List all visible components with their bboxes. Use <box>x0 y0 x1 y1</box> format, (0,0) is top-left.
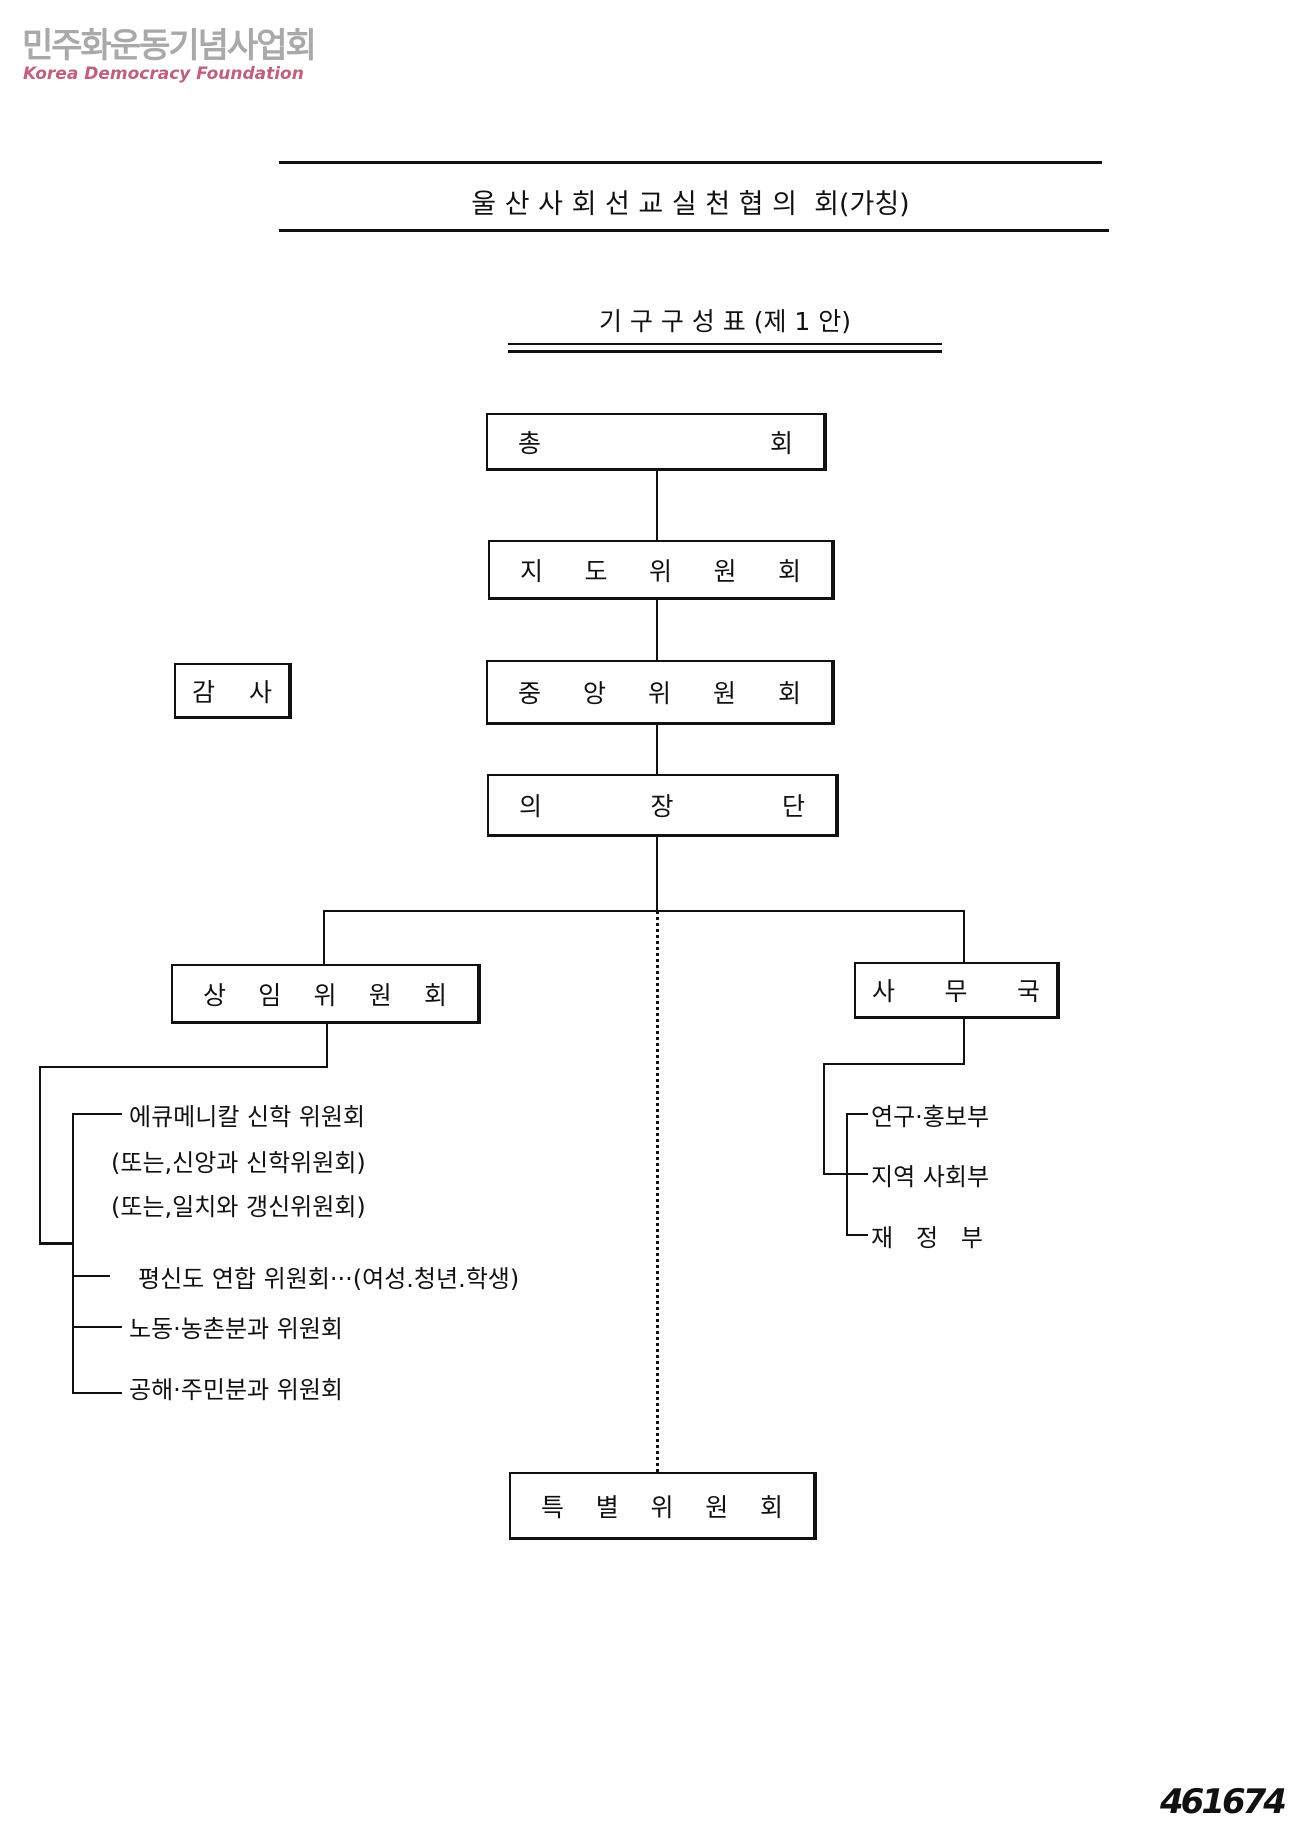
document-number: 461674 <box>1160 1782 1287 1822</box>
label: 원 <box>713 556 737 586</box>
connector <box>823 1063 825 1175</box>
subcommittee-pollution-residents: 공해·주민분과 위원회 <box>129 1376 343 1404</box>
label: 위 <box>313 980 337 1010</box>
label: 총 <box>518 428 542 458</box>
label: 지 <box>520 556 544 586</box>
dept-finance: 재 정 부 <box>871 1224 984 1252</box>
connector <box>72 1326 122 1328</box>
label: 국 <box>1016 977 1040 1006</box>
connector <box>656 600 658 660</box>
connector <box>323 910 965 912</box>
logo-english: Korea Democracy Foundation <box>23 64 304 84</box>
connector <box>846 1113 848 1236</box>
label: 사 <box>248 677 272 707</box>
logo-korean: 민주화운동기념사업회 <box>22 26 317 66</box>
label: 중 <box>518 679 542 708</box>
label: 회 <box>777 556 801 586</box>
label: 회 <box>777 679 801 708</box>
connector <box>39 1066 41 1244</box>
subcommittee-alt-2: (또는,일치와 갱신위원회) <box>111 1193 366 1221</box>
connector <box>72 1275 110 1277</box>
label: 원 <box>705 1492 729 1522</box>
label: 특 <box>541 1492 565 1522</box>
label: 위 <box>647 679 671 708</box>
connector <box>72 1392 122 1394</box>
connector <box>963 1019 965 1065</box>
connector <box>72 1113 122 1115</box>
subcommittee-labor-farm: 노동·농촌분과 위원회 <box>129 1315 343 1343</box>
label: 장 <box>650 792 674 821</box>
subcommittee-laity: 평신도 연합 위원회···(여성.청년.학생) <box>138 1265 520 1293</box>
connector <box>323 910 325 964</box>
label: 위 <box>650 1492 674 1522</box>
title-bottom-rule <box>279 229 1109 232</box>
document-title: 울 산 사 회 선 교 실 천 협 의 회(가칭) <box>471 189 910 220</box>
subtitle-underline-1 <box>508 343 942 345</box>
connector <box>39 1242 74 1245</box>
label: 도 <box>584 556 608 586</box>
connector <box>39 1066 328 1068</box>
label: 원 <box>712 679 736 708</box>
connector <box>846 1234 868 1236</box>
connector <box>656 837 658 912</box>
label: 앙 <box>582 679 606 708</box>
connector <box>656 471 658 540</box>
subcommittee-alt-1: (또는,신앙과 신학위원회) <box>111 1149 366 1177</box>
label: 사 <box>872 977 896 1006</box>
label: 의 <box>519 792 543 821</box>
label: 감 <box>192 677 216 707</box>
label: 무 <box>944 977 968 1006</box>
label: 상 <box>203 980 227 1010</box>
label: 별 <box>595 1492 619 1522</box>
dept-research-pr: 연구·홍보부 <box>871 1103 990 1131</box>
label: 위 <box>648 556 672 586</box>
subtitle-underline-2 <box>508 350 942 353</box>
label: 임 <box>258 980 282 1010</box>
connector <box>326 1024 328 1067</box>
connector <box>823 1063 965 1065</box>
label: 회 <box>769 428 793 458</box>
connector <box>963 910 965 962</box>
dept-community: 지역 사회부 <box>871 1163 990 1191</box>
label: 원 <box>368 980 392 1010</box>
subcommittee-ecumenical: 에큐메니칼 신학 위원회 <box>129 1103 366 1131</box>
label: 단 <box>781 792 805 821</box>
label: 회 <box>759 1492 783 1522</box>
title-top-rule <box>279 161 1102 164</box>
connector <box>656 725 658 774</box>
label: 회 <box>423 980 447 1010</box>
connector <box>72 1113 74 1394</box>
connector <box>823 1173 868 1175</box>
dotted-connector <box>656 911 659 1472</box>
connector <box>846 1113 868 1115</box>
document-subtitle: 기 구 구 성 표 (제 1 안) <box>598 307 852 336</box>
